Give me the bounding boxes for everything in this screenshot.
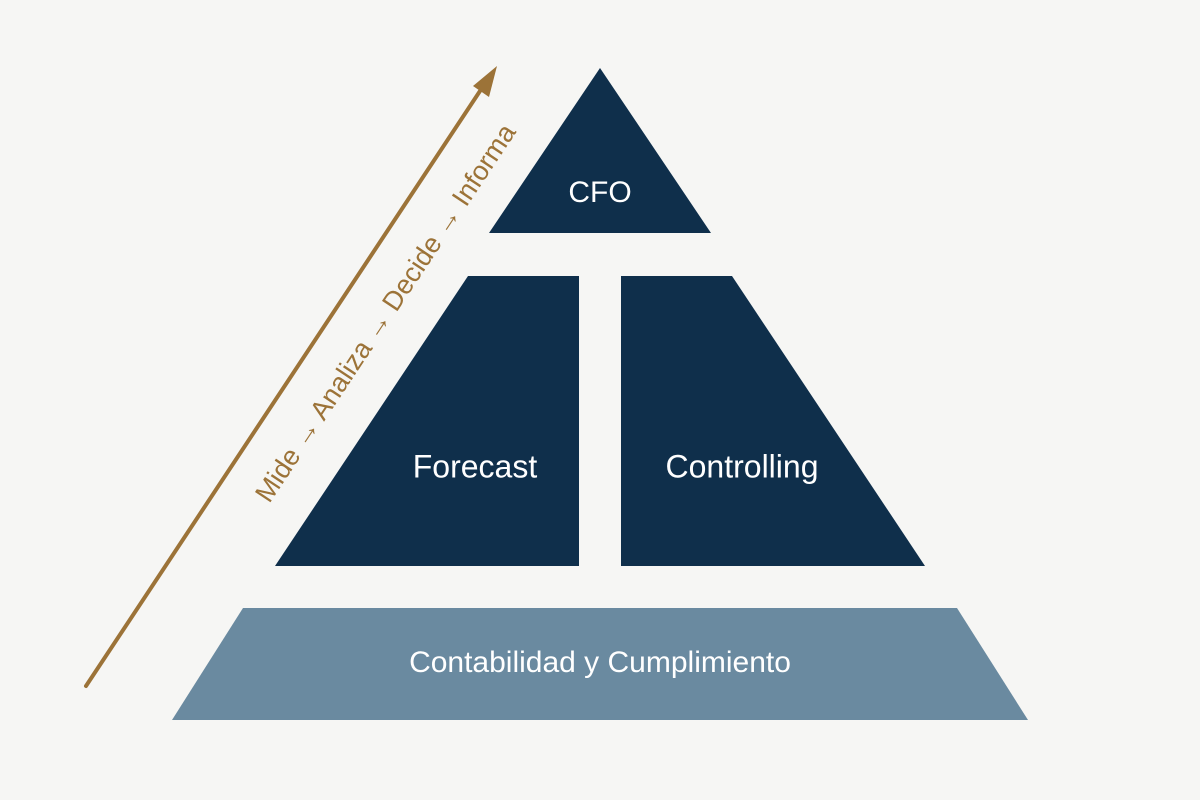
tier-cfo-shape [489,68,711,233]
tier-forecast-label: Forecast [413,448,538,484]
tier-forecast: Forecast [275,276,579,566]
flow-arrow-line [84,86,484,688]
tier-controlling: Controlling [621,276,925,566]
tier-cfo-label: CFO [568,176,631,209]
tier-base: Contabilidad y Cumplimiento [172,608,1028,720]
tier-base-label: Contabilidad y Cumplimiento [409,646,791,679]
tier-forecast-shape [275,276,579,566]
tier-cfo: CFO [489,68,711,233]
tier-controlling-shape [621,276,925,566]
tier-controlling-label: Controlling [666,448,819,484]
flow-arrow-head [473,66,497,97]
tier-base-shape [172,608,1028,720]
